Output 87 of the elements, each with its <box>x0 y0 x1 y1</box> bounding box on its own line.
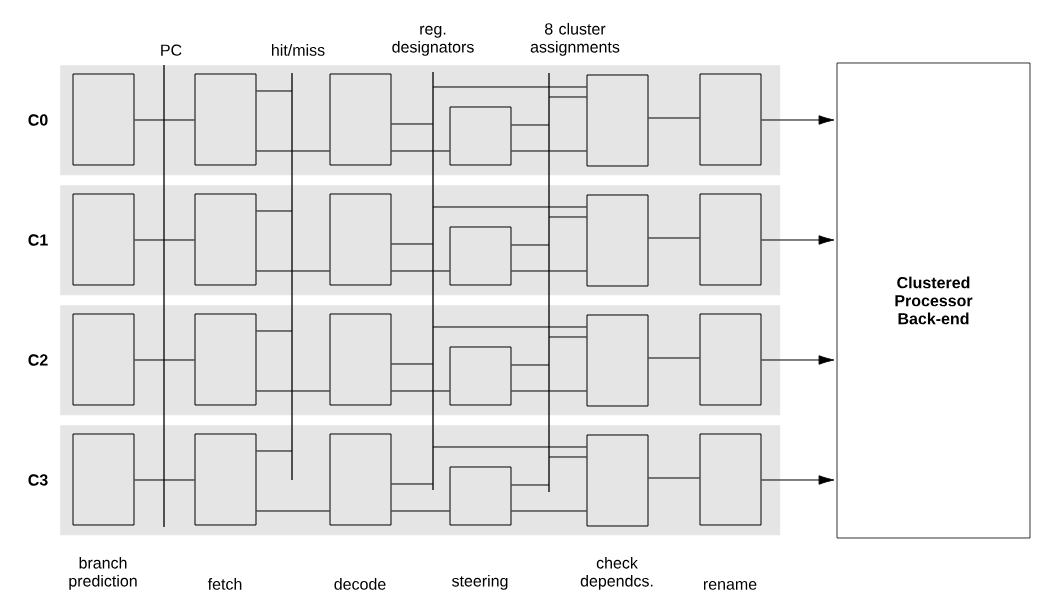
connector <box>548 96 587 98</box>
node-label: C3 <box>28 474 48 486</box>
stage-label: steering <box>452 574 508 590</box>
stage-box <box>586 194 649 287</box>
connector <box>391 270 450 272</box>
connector <box>391 243 434 245</box>
connector <box>511 510 587 512</box>
node-label: C1 <box>28 234 48 246</box>
connector <box>391 150 450 152</box>
connector <box>511 390 587 392</box>
stage-label: rename <box>703 581 757 590</box>
connector <box>391 390 450 392</box>
bus-label: hit/miss <box>272 44 325 56</box>
stage-box <box>699 433 762 526</box>
connector <box>134 479 165 481</box>
connector <box>511 244 550 246</box>
connector <box>648 237 700 239</box>
stage-box <box>586 314 649 407</box>
stage-label: check dependcs. <box>580 556 653 590</box>
connector <box>432 86 587 88</box>
stage-box <box>586 434 649 527</box>
connector <box>391 510 450 512</box>
connector <box>256 150 330 152</box>
node-label: C0 <box>28 114 48 126</box>
connector <box>648 477 700 479</box>
stage-box <box>699 73 762 166</box>
stage-box <box>194 73 257 166</box>
stage-box <box>699 313 762 406</box>
connector <box>391 123 434 125</box>
stage-box <box>699 193 762 286</box>
stage-box <box>329 73 392 166</box>
connector <box>511 150 587 152</box>
connector <box>134 359 165 361</box>
connector <box>256 270 330 272</box>
connector <box>511 364 550 366</box>
stage-box <box>586 74 649 167</box>
stage-box <box>72 73 135 166</box>
connector <box>761 115 835 125</box>
connector <box>648 357 700 359</box>
connector <box>511 270 587 272</box>
connector <box>432 206 587 208</box>
connector <box>548 336 587 338</box>
connector <box>134 119 165 121</box>
stage-box <box>329 433 392 526</box>
connector <box>432 326 587 328</box>
connector <box>761 475 835 485</box>
connector <box>163 119 195 121</box>
connector <box>511 484 550 486</box>
backend-box: Clustered Processor Back-end <box>836 62 1031 539</box>
stage-box <box>449 226 512 286</box>
stage-box <box>72 433 135 526</box>
stage-label: fetch <box>207 578 242 590</box>
connector <box>256 390 330 392</box>
connector <box>256 510 330 512</box>
node-label: C2 <box>28 354 48 366</box>
connector <box>432 446 587 448</box>
connector <box>134 239 165 241</box>
connector <box>163 359 195 361</box>
bus-label: PC <box>161 44 182 56</box>
connector <box>163 239 195 241</box>
connector <box>548 216 587 218</box>
stage-box <box>72 193 135 286</box>
connector <box>391 483 434 485</box>
stage-box <box>194 193 257 286</box>
connector <box>256 90 293 92</box>
bus-label: reg. designators <box>392 25 474 56</box>
connector <box>548 456 587 458</box>
connector <box>648 117 700 119</box>
stage-box <box>449 346 512 406</box>
stage-box <box>449 106 512 166</box>
connector <box>256 210 293 212</box>
stage-label: branch prediction <box>69 556 137 590</box>
stage-box <box>194 313 257 406</box>
stage-box <box>329 193 392 286</box>
stage-box <box>449 466 512 526</box>
connector <box>761 355 835 365</box>
stage-box <box>72 313 135 406</box>
connector <box>256 450 293 452</box>
stage-label: decode <box>334 578 386 590</box>
connector <box>391 363 434 365</box>
connector <box>163 479 195 481</box>
connector <box>761 235 835 245</box>
stage-box <box>194 433 257 526</box>
connector <box>511 124 550 126</box>
stage-box <box>329 313 392 406</box>
bus-label: 8 cluster assignments <box>530 22 620 56</box>
connector <box>256 330 293 332</box>
